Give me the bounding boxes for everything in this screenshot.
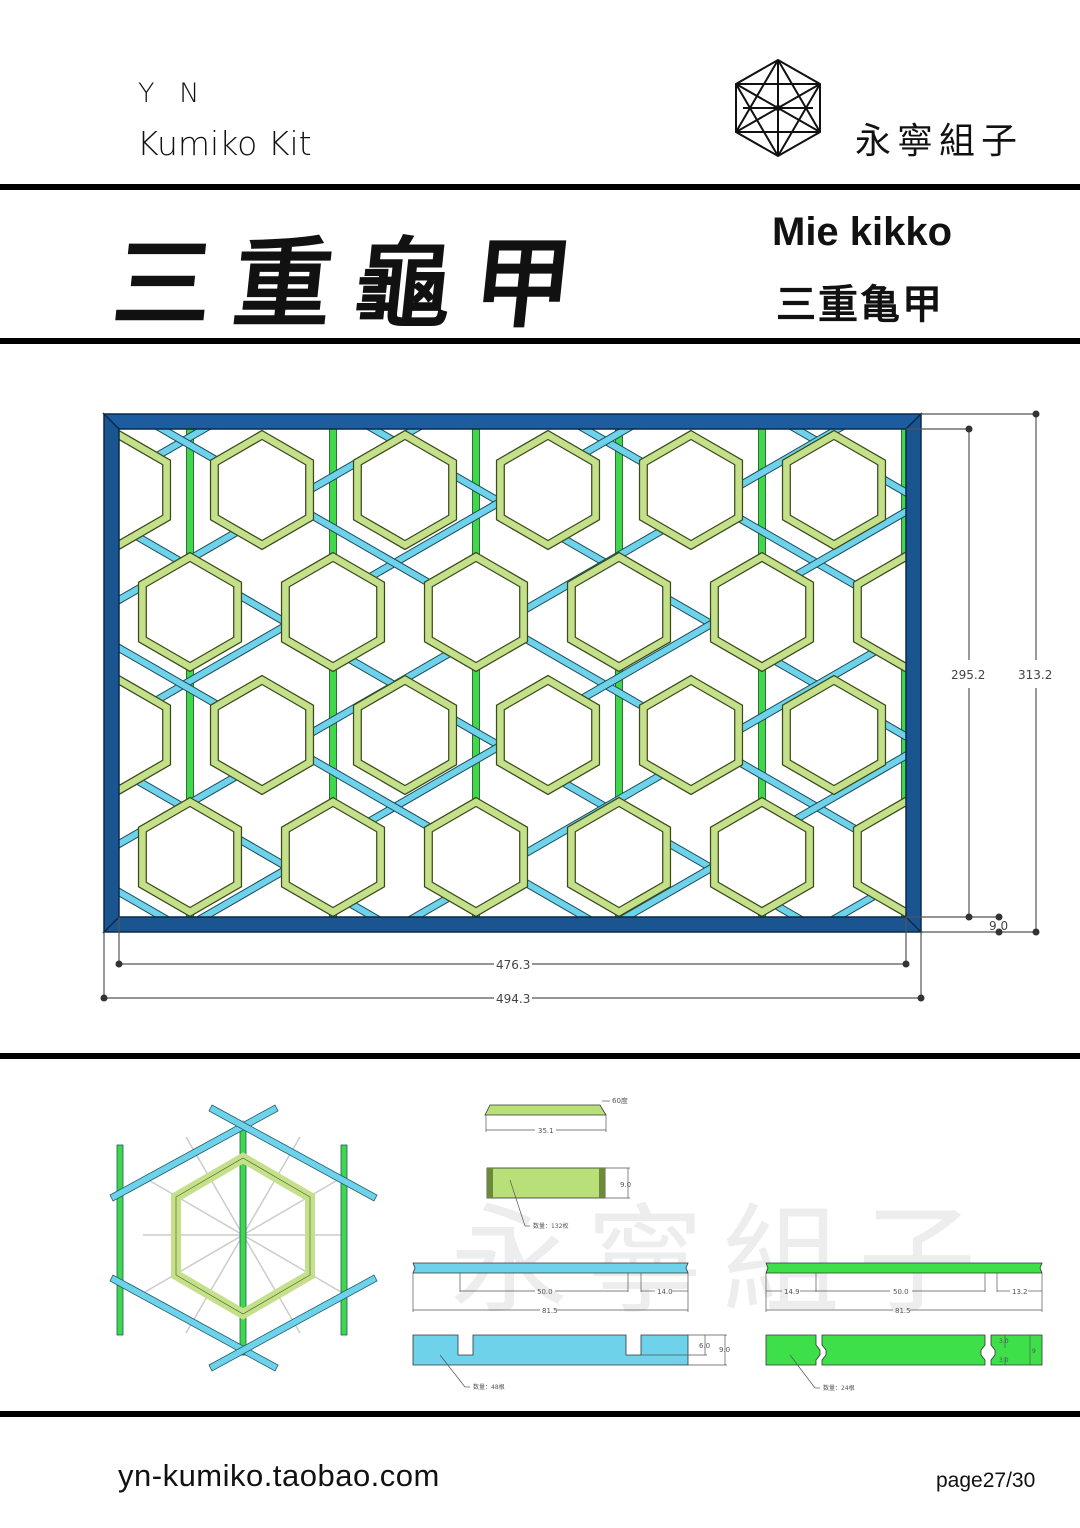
hex-piece-qty: 数量：132枚 xyxy=(533,1222,568,1230)
page-title-calligraphy: 三重龜甲 xyxy=(108,227,601,342)
brand-short: Y N xyxy=(138,78,208,109)
unit-diagram xyxy=(109,1104,378,1372)
divider-title xyxy=(0,338,1080,344)
green-total: 81.5 xyxy=(895,1307,911,1315)
blue-total: 81.5 xyxy=(542,1307,558,1315)
dim-outer-width: 494.3 xyxy=(496,992,530,1006)
divider-footer xyxy=(0,1411,1080,1417)
green-seg-mid: 50.0 xyxy=(893,1288,909,1296)
panel-drawing: 295.2 313.2 9.0 476.3 494.3 xyxy=(100,410,1052,1006)
blue-notch-depth: 6.0 xyxy=(699,1342,710,1350)
page-title-english: Mie kikko xyxy=(772,210,953,254)
frame xyxy=(102,412,923,934)
green-height: 9 xyxy=(1032,1348,1036,1355)
hex-piece-angle: 60度 xyxy=(612,1096,628,1105)
green-seg-left: 14.9 xyxy=(784,1288,800,1296)
dim-frame-width: 9.0 xyxy=(989,919,1008,933)
dim-outer-height: 313.2 xyxy=(1018,668,1052,682)
green-seg-right: 13.2 xyxy=(1012,1288,1028,1296)
green-notch-top: 3.0 xyxy=(999,1338,1009,1345)
page-title-chinese: 三重亀甲 xyxy=(776,282,944,328)
dim-inner-height: 295.2 xyxy=(951,668,985,682)
brand-name: Kumiko Kit xyxy=(137,124,312,163)
blue-seg-right: 14.0 xyxy=(657,1288,673,1296)
shop-url[interactable]: yn-kumiko.taobao.com xyxy=(118,1458,440,1493)
dim-inner-width: 476.3 xyxy=(496,958,530,972)
green-qty: 数量：24根 xyxy=(823,1384,855,1392)
divider-top xyxy=(0,184,1080,190)
logo-text: 永寧組子 xyxy=(855,121,1024,162)
hex-piece-length: 35.1 xyxy=(538,1127,554,1135)
hex-piece-height: 9.0 xyxy=(620,1181,631,1189)
blue-seg-mid: 50.0 xyxy=(537,1288,553,1296)
page-number: page27/30 xyxy=(936,1469,1036,1492)
divider-bottom-section xyxy=(0,1053,1080,1059)
watermark: 永寧組子 xyxy=(450,1192,995,1330)
green-notch-bottom: 3.0 xyxy=(999,1357,1009,1364)
asanoha-hexagon-icon xyxy=(735,58,821,158)
blue-qty: 数量：48根 xyxy=(473,1383,505,1391)
blue-height: 9.0 xyxy=(719,1346,730,1354)
parts-diagram: 35.1 60度 9.0 数量：132枚 50.0 14.0 81.5 6.0 … xyxy=(412,1096,1043,1392)
